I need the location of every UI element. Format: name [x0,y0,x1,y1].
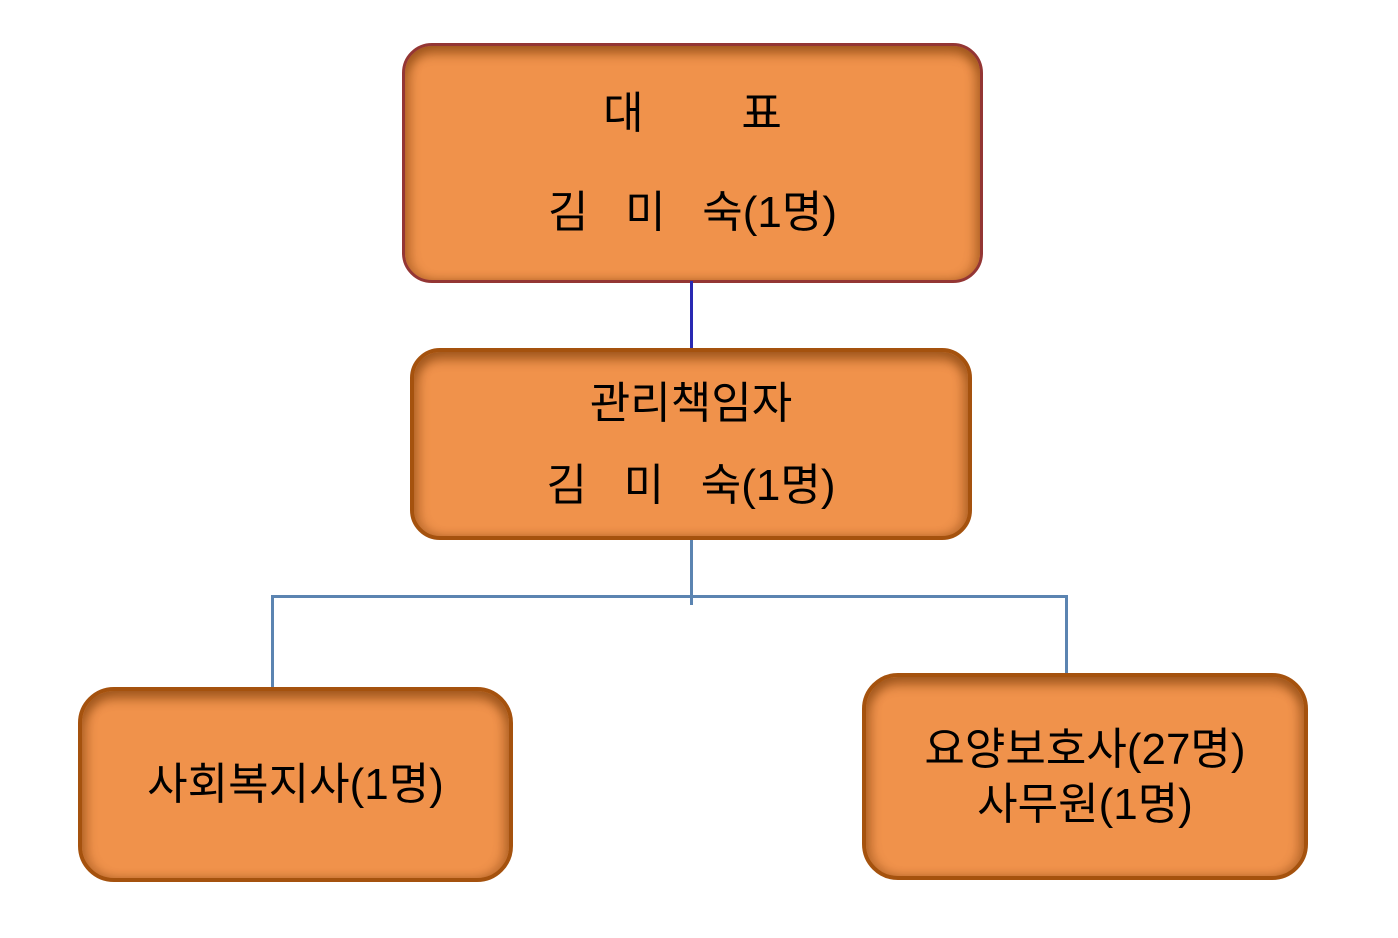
node-care-worker-line2: 사무원(1명) [977,779,1193,829]
node-social-worker-label: 사회복지사(1명) [147,760,444,809]
node-ceo-title: 대 표 [603,89,782,138]
node-ceo-name: 김 미 숙(1명) [547,188,838,237]
node-ceo: 대 표 김 미 숙(1명) [402,43,983,283]
connector-branch-left [271,595,274,688]
connector-branch-horizontal [271,595,1068,598]
connector-ceo-manager [690,281,693,350]
node-care-worker: 요양보호사(27명) 사무원(1명) [862,673,1308,880]
node-manager-name: 김 미 숙(1명) [546,460,836,510]
node-manager: 관리책임자 김 미 숙(1명) [410,348,972,540]
node-manager-title: 관리책임자 [589,378,793,428]
node-social-worker: 사회복지사(1명) [78,687,513,882]
connector-branch-right [1065,595,1068,678]
connector-trunk [690,540,693,605]
node-care-worker-line1: 요양보호사(27명) [924,724,1246,774]
